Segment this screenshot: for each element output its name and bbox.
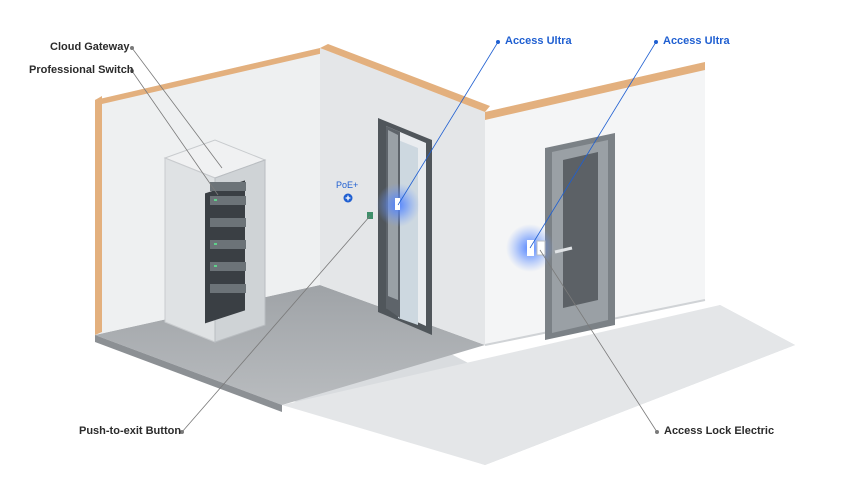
lock-device [536, 240, 546, 256]
callout-dot [654, 40, 658, 44]
label-access-ultra-2: Access Ultra [663, 35, 730, 47]
callout-line-access-ultra-1 [397, 41, 499, 206]
label-professional-switch: Professional Switch [29, 64, 134, 76]
label-push-to-exit: Push-to-exit Button [79, 425, 182, 437]
callout-line-cloud-gateway [131, 47, 223, 169]
plus-icon-glyph [345, 195, 351, 201]
callout-dot [130, 46, 134, 50]
label-poe: PoE+ [336, 180, 359, 190]
open-door [378, 118, 432, 335]
reader-device-2 [527, 240, 534, 256]
reader-device-1 [395, 198, 400, 210]
callout-line-access-lock [539, 249, 658, 433]
closed-door [545, 133, 615, 340]
left-wall-edge [95, 96, 102, 335]
back-wall-top [320, 44, 490, 112]
callout-dot [130, 69, 134, 73]
exit-button-device [367, 212, 373, 219]
callout-dot [496, 40, 500, 44]
right-wall-top [485, 62, 705, 120]
outer-floor-tiles [282, 305, 795, 465]
callout-dot [655, 430, 659, 434]
floor-edge [95, 335, 282, 412]
callout-line-switch [131, 70, 219, 196]
label-access-ultra-1: Access Ultra [505, 35, 572, 47]
callout-dot [180, 430, 184, 434]
server-rack [163, 139, 267, 343]
left-wall-top [95, 48, 328, 104]
callout-line-access-ultra-2 [529, 41, 657, 249]
label-cloud-gateway: Cloud Gateway [50, 41, 130, 53]
label-access-lock-electric: Access Lock Electric [664, 425, 775, 437]
callout-line-push-to-exit [181, 215, 371, 433]
